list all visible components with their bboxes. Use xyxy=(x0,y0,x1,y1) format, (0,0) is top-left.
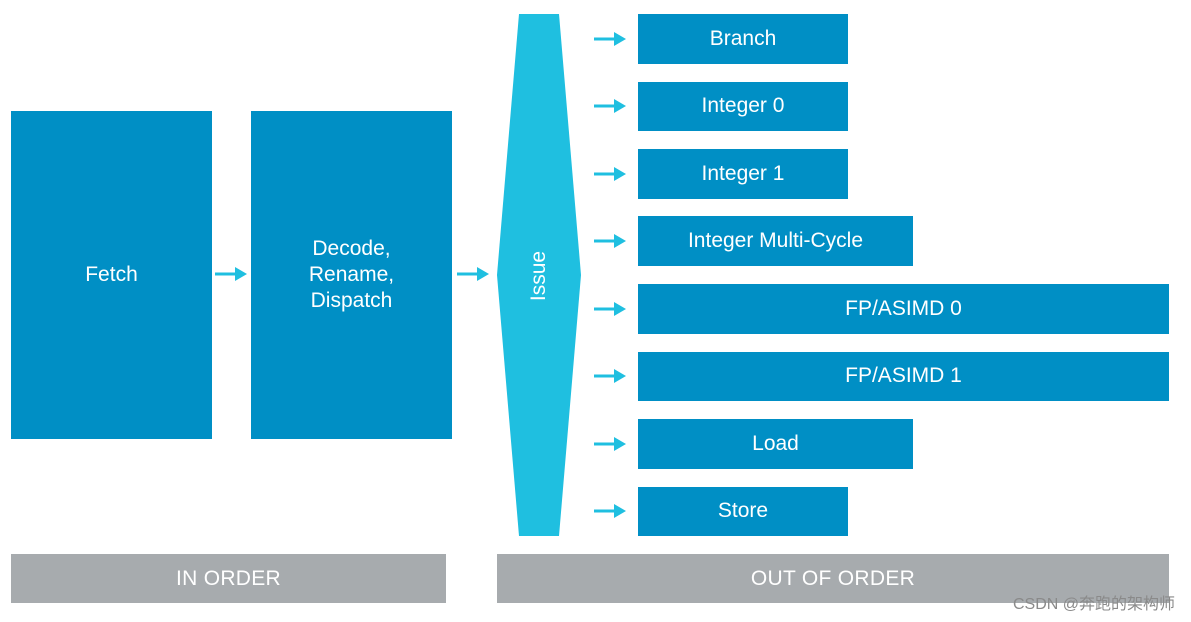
unit-branch: Branch xyxy=(638,14,848,64)
issue-stage xyxy=(497,14,581,536)
unit-label: Integer Multi-Cycle xyxy=(687,228,864,252)
arrow-to-branch xyxy=(593,31,627,47)
unit-label: Branch xyxy=(709,26,777,50)
arrow-to-integer-1 xyxy=(593,166,627,182)
unit-fp-asimd-1: FP/ASIMD 1 xyxy=(638,352,1169,401)
arrow-to-fp-asimd-1 xyxy=(593,368,627,384)
unit-integer-0: Integer 0 xyxy=(638,82,848,131)
unit-label: FP/ASIMD 0 xyxy=(845,296,962,320)
decode-to-issue-arrow xyxy=(456,266,490,282)
unit-label: Store xyxy=(717,499,769,523)
unit-fp-asimd-0: FP/ASIMD 0 xyxy=(638,284,1169,334)
in-order-bar: IN ORDER xyxy=(11,554,446,603)
issue-shape xyxy=(497,14,581,536)
arrow-to-load xyxy=(593,436,627,452)
arrow-to-fp-asimd-0 xyxy=(593,301,627,317)
unit-label: Integer 0 xyxy=(701,94,785,118)
unit-load: Load xyxy=(638,419,913,469)
unit-integer-1: Integer 1 xyxy=(638,149,848,199)
fetch-stage: Fetch xyxy=(11,111,212,439)
in-order-label: IN ORDER xyxy=(175,566,282,590)
out-of-order-label: OUT OF ORDER xyxy=(750,566,916,590)
unit-label: FP/ASIMD 1 xyxy=(845,364,962,388)
issue-label: Issue xyxy=(527,250,550,302)
unit-integer-multi-cycle: Integer Multi-Cycle xyxy=(638,216,913,266)
fetch-label: Fetch xyxy=(85,262,138,286)
out-of-order-bar: OUT OF ORDER xyxy=(497,554,1169,603)
watermark: CSDN @奔跑的架构师 xyxy=(1012,596,1175,613)
unit-label: Load xyxy=(752,431,799,455)
decode-label: Decode, Rename, Dispatch xyxy=(308,236,395,313)
arrow-to-integer-multi-cycle xyxy=(593,233,627,249)
unit-label: Integer 1 xyxy=(701,161,785,185)
arrow-to-integer-0 xyxy=(593,98,627,114)
unit-store: Store xyxy=(638,487,848,536)
fetch-to-decode-arrow xyxy=(214,266,248,282)
arrow-to-store xyxy=(593,503,627,519)
decode-stage: Decode, Rename, Dispatch xyxy=(251,111,452,439)
